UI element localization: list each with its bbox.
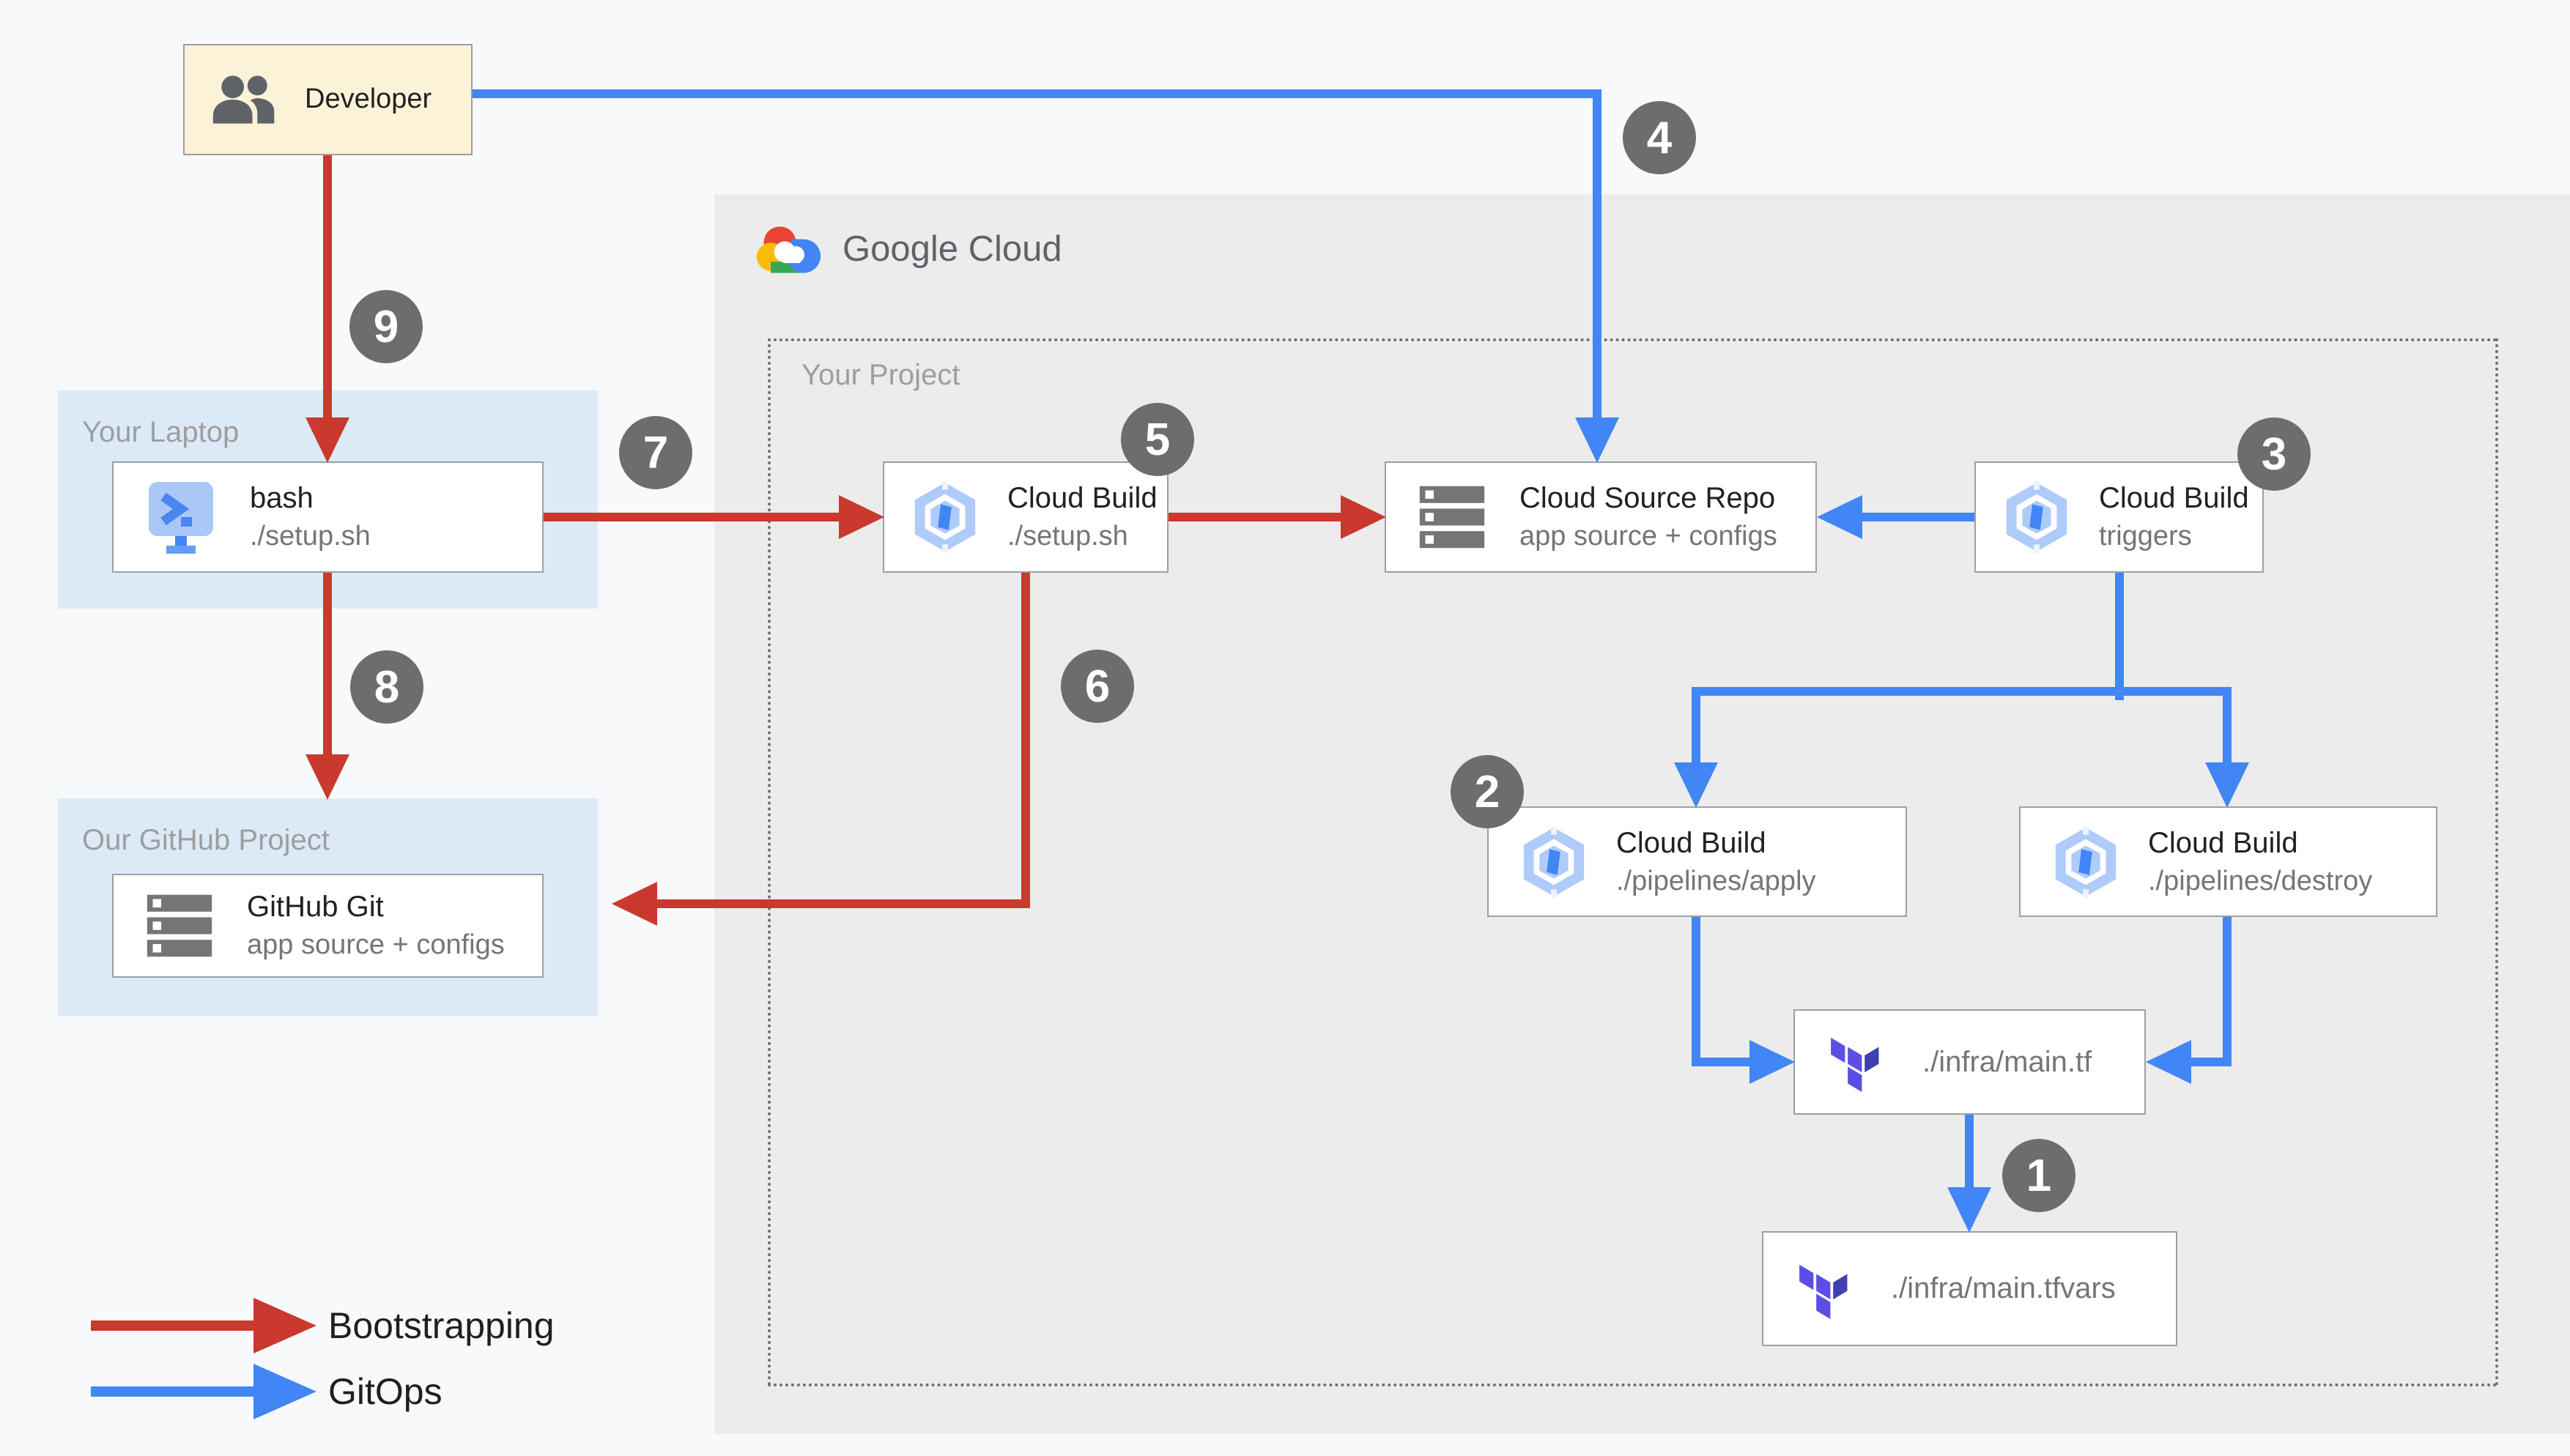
github-git-node: GitHub Git app source + configs bbox=[112, 874, 544, 978]
arrow-cloudbuild-to-csr-shaft bbox=[1169, 513, 1341, 521]
arrow-cloudbuild-to-githubgit-head bbox=[612, 882, 657, 926]
step-badge-8: 8 bbox=[350, 650, 423, 724]
cloud-build-icon bbox=[2050, 825, 2122, 898]
your-laptop-label: Your Laptop bbox=[82, 416, 240, 448]
cloud-build-setup-subtitle: ./setup.sh bbox=[1007, 521, 1128, 552]
arrow-developer-to-csr-vert bbox=[1593, 89, 1601, 417]
google-cloud-logo: Google Cloud bbox=[755, 222, 1062, 276]
cloud-source-repo-title: Cloud Source Repo bbox=[1519, 482, 1776, 515]
terraform-icon bbox=[1796, 1259, 1856, 1319]
arrow-bash-to-github-head bbox=[305, 754, 349, 800]
cloud-build-destroy-node: Cloud Build ./pipelines/destroy bbox=[2019, 806, 2437, 917]
cloud-build-apply-title: Cloud Build bbox=[1616, 826, 1766, 859]
arrow-maintf-to-tfvars-shaft bbox=[1965, 1115, 1974, 1187]
legend-gitops-arrow-head bbox=[253, 1364, 316, 1419]
arrow-split-to-destroy-shaft bbox=[2223, 687, 2232, 762]
arrow-apply-to-maintf-head bbox=[1749, 1040, 1795, 1084]
step-badge-9: 9 bbox=[349, 290, 423, 363]
step-badge-4: 4 bbox=[1623, 101, 1696, 174]
arrow-destroy-to-maintf-head bbox=[2146, 1040, 2191, 1084]
arrow-destroy-to-maintf-horiz bbox=[2190, 1058, 2232, 1066]
cloud-build-icon bbox=[909, 481, 981, 553]
terraform-icon bbox=[1827, 1032, 1887, 1092]
infra-main-tfvars-node: ./infra/main.tfvars bbox=[1762, 1231, 2177, 1346]
step-badge-5: 5 bbox=[1121, 403, 1194, 476]
arrow-destroy-to-maintf-vert bbox=[2223, 917, 2232, 1066]
google-cloud-logo-text: Google Cloud bbox=[843, 229, 1062, 269]
legend-bootstrapping-label: Bootstrapping bbox=[328, 1305, 555, 1346]
infra-main-tf-label: ./infra/main.tf bbox=[1922, 1045, 2092, 1078]
repo-icon bbox=[1417, 482, 1487, 552]
step-badge-1: 1 bbox=[2002, 1139, 2075, 1212]
cloud-source-repo-subtitle: app source + configs bbox=[1519, 521, 1777, 552]
cloud-build-setup-title: Cloud Build bbox=[1007, 482, 1158, 515]
arrow-maintf-to-tfvars-head bbox=[1947, 1187, 1991, 1233]
bash-node: bash ./setup.sh bbox=[112, 461, 544, 573]
repo-icon bbox=[144, 891, 215, 961]
arrow-triggers-down-shaft bbox=[2115, 573, 2124, 700]
arrow-bash-to-cloudbuild-shaft bbox=[544, 513, 839, 521]
arrow-triggers-to-csr-shaft bbox=[1861, 513, 1974, 521]
cloud-build-setup-node: Cloud Build ./setup.sh bbox=[883, 461, 1169, 573]
arrow-bash-to-cloudbuild-head bbox=[839, 495, 884, 539]
arrow-split-to-apply-head bbox=[1674, 762, 1718, 808]
legend-gitops-label: GitOps bbox=[328, 1371, 442, 1412]
arrow-developer-to-csr-horiz bbox=[473, 89, 1601, 98]
legend-bootstrapping-arrow-shaft bbox=[91, 1321, 253, 1331]
arrow-split-horiz bbox=[1692, 687, 2232, 696]
your-project-region bbox=[768, 338, 2498, 1386]
developer-node: Developer bbox=[183, 44, 473, 155]
google-cloud-icon bbox=[755, 222, 822, 276]
arrow-developer-to-laptop-shaft bbox=[323, 155, 332, 417]
legend-gitops-arrow-shaft bbox=[91, 1386, 253, 1397]
github-project-label: Our GitHub Project bbox=[82, 824, 330, 856]
cloud-build-triggers-title: Cloud Build bbox=[2099, 482, 2249, 515]
arrow-developer-to-csr-head bbox=[1575, 417, 1619, 463]
arrow-triggers-to-csr-head bbox=[1817, 495, 1862, 539]
step-badge-7: 7 bbox=[619, 416, 692, 489]
infra-main-tfvars-label: ./infra/main.tfvars bbox=[1891, 1272, 2116, 1304]
people-icon bbox=[210, 71, 280, 128]
arrow-cloudbuild-to-githubgit-horiz bbox=[656, 899, 1030, 908]
cloud-source-repo-node: Cloud Source Repo app source + configs bbox=[1385, 461, 1817, 573]
arrow-apply-to-maintf-vert bbox=[1692, 917, 1700, 1066]
arrow-split-to-destroy-head bbox=[2205, 762, 2249, 808]
cloud-build-apply-node: Cloud Build ./pipelines/apply bbox=[1487, 806, 1907, 917]
developer-label: Developer bbox=[305, 83, 432, 115]
github-git-title: GitHub Git bbox=[247, 891, 384, 924]
cloud-build-apply-subtitle: ./pipelines/apply bbox=[1616, 865, 1816, 896]
github-git-subtitle: app source + configs bbox=[247, 929, 505, 961]
arrow-bash-to-github-shaft bbox=[323, 573, 332, 754]
arrow-split-to-apply-shaft bbox=[1692, 687, 1700, 762]
arrow-cloudbuild-to-githubgit-vert bbox=[1021, 573, 1030, 908]
arrow-developer-to-laptop-head bbox=[305, 417, 349, 463]
legend-bootstrapping-arrow-head bbox=[253, 1298, 316, 1353]
your-project-label: Your Project bbox=[801, 359, 960, 391]
step-badge-6: 6 bbox=[1061, 650, 1134, 723]
bash-subtitle: ./setup.sh bbox=[250, 521, 371, 552]
cloud-build-triggers-node: Cloud Build triggers bbox=[1974, 461, 2264, 573]
cloud-build-destroy-title: Cloud Build bbox=[2148, 826, 2298, 859]
arrow-apply-to-maintf-horiz bbox=[1692, 1058, 1749, 1066]
arrow-cloudbuild-to-csr-head bbox=[1341, 495, 1386, 539]
cloud-build-icon bbox=[1518, 825, 1590, 898]
cloud-build-destroy-subtitle: ./pipelines/destroy bbox=[2148, 865, 2373, 896]
terminal-icon bbox=[144, 480, 218, 554]
cloud-build-triggers-subtitle: triggers bbox=[2099, 521, 2192, 552]
step-badge-2: 2 bbox=[1451, 755, 1524, 828]
step-badge-3: 3 bbox=[2237, 417, 2311, 491]
bash-title: bash bbox=[250, 482, 314, 515]
cloud-build-icon bbox=[2001, 481, 2073, 553]
infra-main-tf-node: ./infra/main.tf bbox=[1793, 1009, 2146, 1115]
